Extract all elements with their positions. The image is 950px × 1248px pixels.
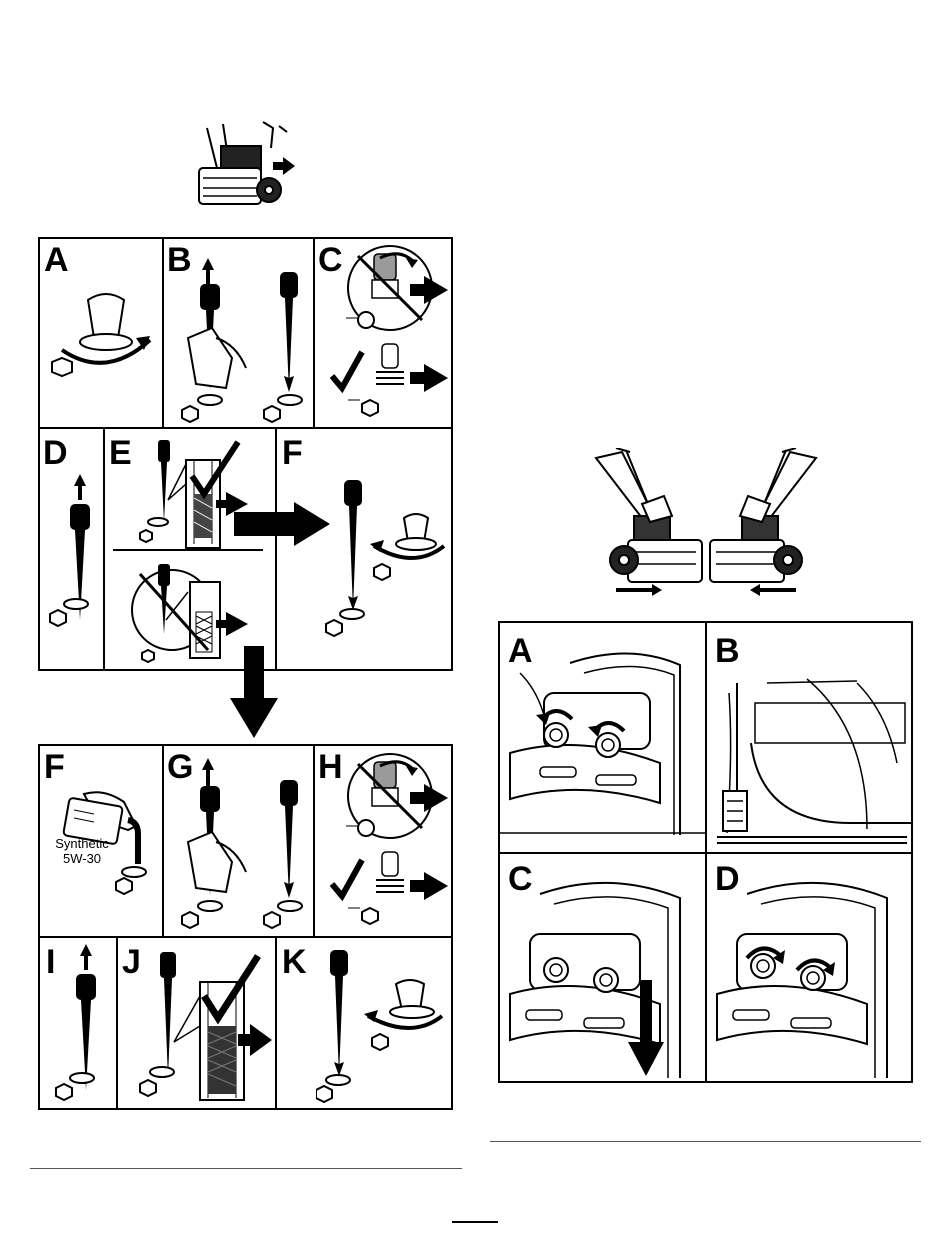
panel-divider: [162, 238, 164, 428]
panel-divider: [313, 238, 315, 428]
step-letter: F: [44, 750, 65, 784]
panel-divider: [103, 428, 105, 670]
dipstick-insert-no-thread-icon: [318, 240, 452, 426]
section-rule: [30, 1168, 462, 1169]
step-letter: B: [715, 634, 740, 668]
dipstick-insert-no-thread-icon: [318, 748, 452, 934]
dipstick-cap-unscrew-icon: [44, 280, 160, 400]
section-rule: [490, 1141, 921, 1142]
oil-label-line-1: Synthetic: [42, 836, 122, 851]
step-letter: A: [44, 243, 69, 277]
panel-divider: [116, 937, 118, 1109]
dipstick-cap-tighten-icon: [316, 944, 450, 1106]
oil-level-check-icon: [108, 430, 274, 670]
step-letter: D: [715, 862, 740, 896]
panel-divider: [39, 936, 452, 938]
panel-divider: [275, 937, 277, 1109]
step-letter: D: [43, 436, 68, 470]
step-letter: A: [508, 634, 533, 668]
arrow-right-icon: [234, 502, 330, 546]
dipstick-remove-icon: [44, 470, 102, 640]
arrow-down-icon: [230, 646, 278, 738]
snowblower-skid-locator-illustration: [580, 448, 832, 602]
page-number-line: [452, 1221, 498, 1223]
step-letter: C: [508, 862, 533, 896]
oil-label-line-2: 5W-30: [42, 851, 122, 866]
step-letter: F: [282, 436, 303, 470]
step-letter: K: [282, 945, 307, 979]
panel-divider: [39, 427, 452, 429]
dipstick-cap-tighten-icon: [320, 476, 450, 640]
oil-level-ok-icon: [122, 942, 274, 1106]
snowblower-locator-illustration: [193, 118, 297, 214]
panel-divider: [162, 745, 164, 937]
panel-divider: [313, 745, 315, 937]
panel-divider: [275, 428, 277, 670]
dipstick-wipe-icon: [168, 756, 310, 934]
dipstick-wipe-icon: [168, 248, 310, 426]
dipstick-remove-icon: [50, 942, 114, 1106]
